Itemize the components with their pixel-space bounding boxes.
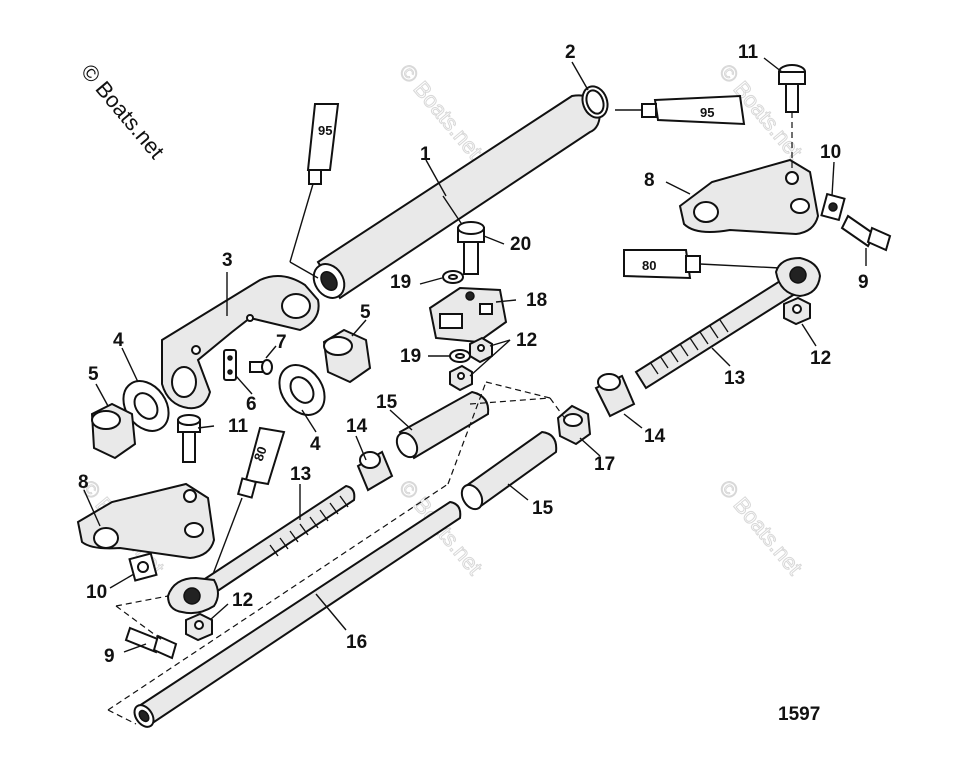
bolt-part-11-right (778, 64, 806, 170)
sleeve-part-15-lower (460, 430, 558, 511)
callout-5b: 5 (360, 302, 371, 323)
nut-part-5b (322, 328, 372, 384)
washer-part-4b (278, 364, 326, 416)
threads-left (269, 495, 349, 557)
callout-7: 7 (276, 332, 287, 353)
callout-3: 3 (222, 250, 233, 271)
bracket-part-3 (161, 272, 320, 410)
bolt-part-20 (457, 221, 485, 275)
callout-11a: 11 (228, 416, 249, 437)
sealant-label-95-left: 95 (318, 123, 332, 138)
callout-16: 16 (346, 632, 367, 653)
callout-1: 1 (420, 144, 431, 165)
callout-10a: 10 (86, 582, 107, 603)
callout-12b: 12 (516, 330, 537, 351)
nut-part-12-left (185, 612, 213, 642)
bolt-part-11-left (177, 414, 201, 463)
watermark-4: © Boats.net (714, 475, 807, 579)
callout-19a: 19 (390, 272, 411, 293)
support-part-8-left (76, 482, 216, 560)
washer-part-19-lower (449, 349, 471, 363)
lock-tab-part-10-right (820, 192, 846, 222)
sealant-label-95-top: 95 (700, 105, 714, 120)
callout-2: 2 (565, 42, 576, 63)
callout-20: 20 (510, 234, 531, 255)
support-part-8-right (678, 158, 820, 236)
callout-15b: 15 (532, 498, 554, 519)
callout-17: 17 (594, 454, 615, 475)
copyright-text: © Boats.net (76, 59, 169, 163)
callout-4b: 4 (310, 434, 321, 455)
callout-15a: 15 (376, 392, 398, 413)
nut-part-17 (556, 404, 592, 446)
callout-12a: 12 (232, 590, 253, 611)
assembly-outline (107, 381, 567, 725)
bolt-part-9-left (124, 626, 178, 660)
callout-12c: 12 (810, 348, 831, 369)
bushing-part-14-right (594, 373, 636, 418)
o-ring-part-2 (581, 85, 609, 119)
sealant-tube-95-left: 95 (289, 103, 340, 279)
leader-lines (83, 57, 867, 653)
sealant-label-80-right: 80 (642, 258, 656, 273)
callout-13a: 13 (290, 464, 311, 485)
callout-13b: 13 (724, 368, 745, 389)
long-rod-part-16 (133, 500, 462, 728)
block-part-18 (428, 286, 508, 344)
figure-number: 1597 (778, 704, 820, 725)
clip-part-6 (223, 349, 237, 381)
callout-19b: 19 (400, 346, 421, 367)
callout-11b: 11 (738, 42, 759, 63)
callout-4a: 4 (113, 330, 124, 351)
callout-14a: 14 (346, 416, 368, 437)
nut-part-5a (90, 402, 137, 460)
callout-8b: 8 (644, 170, 655, 191)
sealant-tube-80-right: 80 (623, 249, 781, 280)
callout-5a: 5 (88, 364, 99, 385)
callout-6: 6 (246, 394, 257, 415)
watermark-1: © Boats.net (394, 59, 487, 163)
washer-part-19-upper (442, 270, 464, 284)
callout-9a: 9 (104, 646, 115, 667)
sealant-tube-80-left: 80 (209, 426, 286, 583)
threads-right (649, 319, 729, 375)
bolt-part-9-right (840, 214, 892, 252)
sleeve-part-15-upper (395, 390, 490, 460)
callout-14b: 14 (644, 426, 666, 447)
callout-10b: 10 (820, 142, 841, 163)
callouts: 1 2 3 4 4 5 5 6 7 8 8 9 9 10 10 11 11 12… (78, 42, 869, 667)
threaded-rod-part-13-left (166, 484, 356, 615)
bushing-part-14-left (356, 450, 394, 492)
lock-tab-part-10-left (128, 552, 158, 582)
sealant-label-80-left: 80 (251, 444, 270, 463)
nut-part-12-right (783, 296, 811, 326)
nut-part-12-center-b (449, 364, 473, 392)
callout-8a: 8 (78, 472, 89, 493)
callout-18: 18 (526, 290, 547, 311)
sealant-tube-95-top: 95 (615, 94, 746, 126)
callout-9b: 9 (858, 272, 869, 293)
pin-part-7 (249, 359, 273, 375)
threaded-rod-part-13-right (634, 256, 822, 390)
